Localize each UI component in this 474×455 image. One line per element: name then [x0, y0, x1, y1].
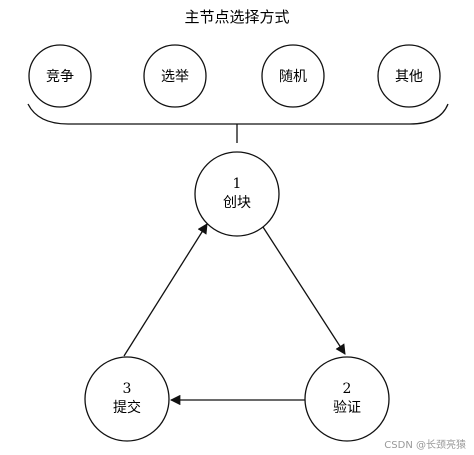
cycle-node-create: 1 创块	[194, 151, 280, 237]
arrow-commit-to-create	[123, 223, 208, 357]
watermark-text: CSDN @长颈亮猿	[384, 438, 466, 451]
selection-brace	[27, 103, 449, 125]
selection-method-label-2: 选举	[161, 69, 189, 85]
cycle-node-verify: 2 验证	[304, 356, 390, 442]
cycle-node-number-3: 3	[123, 381, 132, 397]
diagram-title: 主节点选择方式	[184, 8, 289, 26]
selection-method-label-3: 随机	[279, 69, 307, 85]
selection-method-circle-3	[261, 44, 325, 108]
selection-method-label-1: 竞争	[46, 68, 74, 85]
cycle-node-label-2: 验证	[333, 400, 361, 416]
cycle-node-number-2: 2	[343, 381, 352, 397]
cycle-node-label-1: 创块	[223, 195, 251, 211]
cycle-node-circle-2	[304, 356, 390, 442]
selection-method-circle-4	[377, 44, 441, 108]
selection-method-circle-2	[143, 44, 207, 108]
cycle-node-label-3: 提交	[113, 399, 141, 416]
cycle-node-number-1: 1	[233, 176, 242, 192]
cycle-node-commit: 3 提交	[84, 356, 170, 442]
cycle-node-circle-1	[194, 151, 280, 237]
cycle-node-circle-3	[84, 356, 170, 442]
selection-method-group: 竞争 选举 随机 其他	[28, 44, 441, 108]
selection-method-circle-1	[28, 44, 92, 108]
selection-method-label-4: 其他	[395, 69, 423, 85]
arrow-create-to-verify	[262, 226, 346, 355]
